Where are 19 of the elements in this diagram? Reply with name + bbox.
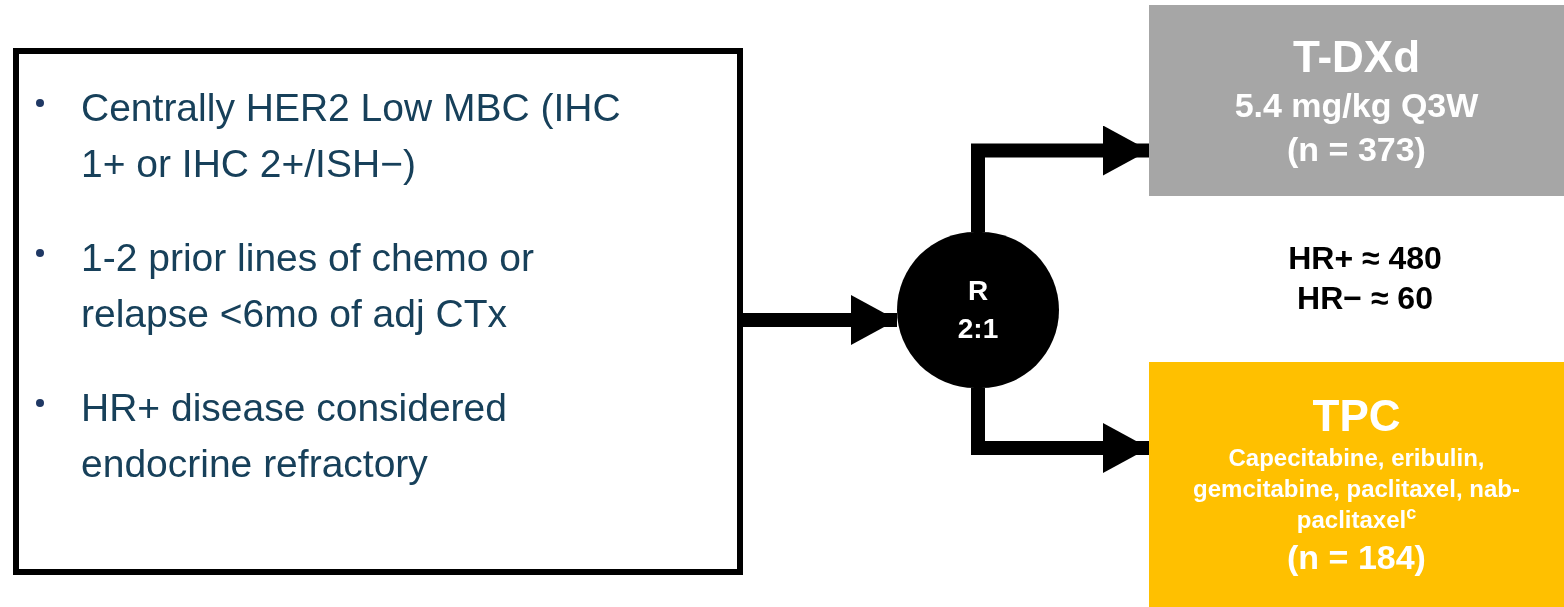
subgroup-count: HR− ≈ 60 xyxy=(1297,279,1433,318)
arm-detail: (n = 373) xyxy=(1287,128,1426,170)
arrow xyxy=(971,125,1149,232)
arm-detail: Capecitabine, eribulin, gemcitabine, paclitaxel, nab-paclitaxel$^{c}$ xyxy=(1192,443,1521,535)
arm-title: TPC xyxy=(1312,390,1401,442)
ratio-text: 2:1 xyxy=(957,312,999,346)
criteria-box xyxy=(13,48,743,575)
subgroup-count: HR+ ≈ 480 xyxy=(1288,239,1442,278)
arrow xyxy=(743,295,897,345)
arm-box xyxy=(1149,5,1564,196)
arrow xyxy=(971,388,1149,473)
bullet-text: Centrally HER2 Low MBC (IHC 1+ or IHC 2+/ISH−) xyxy=(81,85,622,187)
arm-detail: (n = 184) xyxy=(1287,537,1426,578)
bullet-text: 1-2 prior lines of chemo or relapse <6mo of adj CTx xyxy=(81,235,536,337)
arm-detail: 5.4 mg/kg Q3W xyxy=(1234,84,1479,126)
arm-title: T-DXd xyxy=(1292,30,1421,83)
arm-box xyxy=(1149,362,1564,607)
ratio-text: R xyxy=(967,274,989,308)
bullet-text: HR+ disease considered endocrine refractory xyxy=(81,385,508,487)
